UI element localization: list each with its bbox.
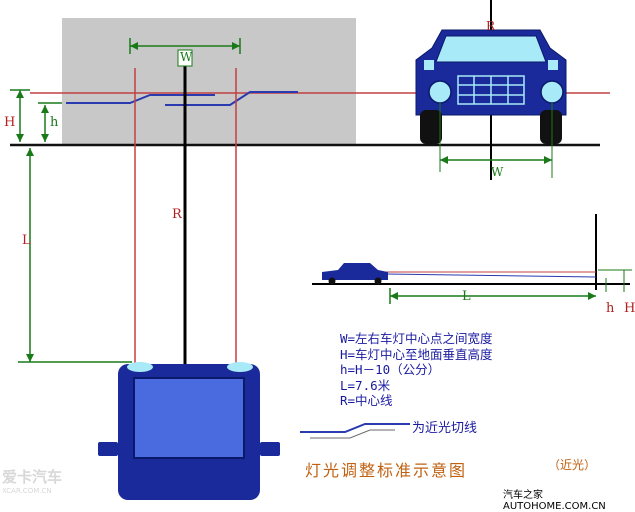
arrow [16, 90, 24, 98]
h-small-label-left: h [50, 115, 59, 130]
r-label-center: R [172, 207, 182, 222]
r-label-top: R [486, 19, 496, 33]
h-label-right: H [624, 301, 635, 316]
watermark-logo-left: 爱卡汽车 [2, 468, 63, 486]
cutline-label: 为近光切线 [412, 421, 478, 436]
arrow [41, 105, 49, 113]
cutline-sample-2 [310, 429, 395, 439]
car-front-view [415, 0, 567, 180]
car-top-view [98, 362, 280, 500]
diagram-title: 灯光调整标准示意图 [305, 461, 468, 480]
legend: W=左右车灯中心点之间宽度 H=车灯中心至地面垂直高度 h=H－10（公分） L… [340, 331, 493, 409]
arrow [41, 134, 49, 142]
h-small-label-right: h [606, 301, 615, 316]
legend-item: h=H－10（公分） [340, 362, 441, 377]
w-label-top: W [180, 50, 193, 64]
diagram-subtitle: （近光） [548, 458, 597, 472]
arrow [130, 42, 138, 50]
legend-item: H=车灯中心至地面垂直高度 [340, 346, 493, 362]
wall-screen [62, 18, 356, 146]
h-label-left: H [4, 115, 16, 130]
legend-item: W=左右车灯中心点之间宽度 [340, 331, 493, 346]
l-label-side: L [462, 289, 471, 304]
legend-item: R=中心线 [340, 393, 393, 408]
cutline-right [165, 91, 298, 106]
arrow [232, 42, 240, 50]
l-label-left: L [22, 233, 31, 248]
watermark-logo-left-sub: XCAR.COM.CN [2, 487, 52, 495]
cutline-left [66, 94, 215, 104]
arrow [544, 156, 552, 164]
legend-item: L=7.6米 [340, 377, 391, 393]
car-side-view [312, 214, 632, 304]
arrow [26, 354, 34, 362]
watermark-right: 汽车之家 AUTOHOME.COM.CN [503, 490, 606, 512]
w-label-box [177, 49, 193, 67]
cutline-sample [300, 423, 410, 433]
arrow [16, 134, 24, 142]
arrow [440, 156, 448, 164]
arrow [26, 148, 34, 156]
headlight-diagram [10, 0, 632, 500]
w-label-car: W [491, 165, 504, 179]
